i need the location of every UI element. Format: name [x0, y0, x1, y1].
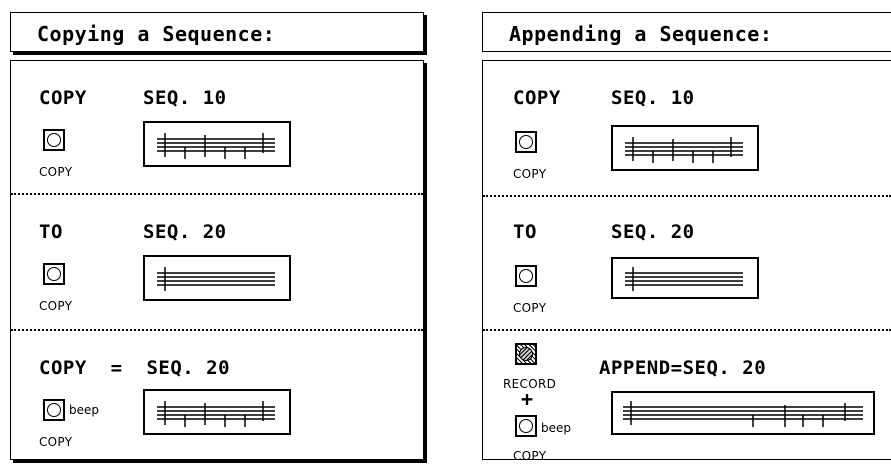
right-copy-caption-3: COPY	[513, 449, 547, 463]
right-copy-button-2[interactable]	[515, 265, 537, 287]
right-panel: COPY SEQ. 10 COPY TO SEQ. 20 COPY RECOR	[482, 60, 891, 463]
right-title-bar: Appending a Sequence:	[482, 12, 891, 52]
left-copy-button-1[interactable]	[43, 129, 65, 151]
left-staff-1	[143, 121, 291, 167]
staff-empty-icon	[625, 267, 743, 291]
right-staff-3	[611, 391, 875, 435]
staff-empty-icon	[157, 267, 275, 291]
plus-icon: +	[521, 387, 534, 411]
right-op-label-1: COPY	[513, 87, 561, 109]
right-divider-2	[483, 329, 891, 331]
right-seq-label-2: SEQ. 20	[611, 221, 695, 243]
left-divider-1	[11, 193, 423, 195]
right-divider-1	[483, 195, 891, 197]
right-append-label: APPEND=SEQ. 20	[599, 357, 767, 379]
left-beep-label: beep	[69, 403, 99, 417]
left-copy-caption-3: COPY	[39, 435, 73, 449]
staff-notes-icon	[157, 133, 275, 159]
staff-notes-icon	[157, 401, 275, 427]
left-copy-button-2[interactable]	[43, 263, 65, 285]
right-copy-button-3[interactable]	[515, 415, 537, 437]
left-seq-label-1: SEQ. 10	[143, 87, 227, 109]
right-record-caption: RECORD	[503, 377, 557, 391]
staff-appended-notes-icon	[623, 401, 863, 427]
right-staff-2	[611, 257, 759, 299]
staff-notes-icon	[625, 137, 743, 163]
right-beep-label: beep	[541, 421, 571, 435]
left-result-label: COPY = SEQ. 20	[39, 357, 231, 379]
left-copy-caption-2: COPY	[39, 299, 73, 313]
left-op-label-2: TO	[39, 221, 63, 243]
left-seq-label-2: SEQ. 20	[143, 221, 227, 243]
left-divider-2	[11, 329, 423, 331]
right-staff-1	[611, 125, 759, 171]
left-panel: COPY SEQ. 10 COPY TO SEQ. 20 COPY COPY =	[10, 60, 424, 460]
right-seq-label-1: SEQ. 10	[611, 87, 695, 109]
right-copy-caption-1: COPY	[513, 167, 547, 181]
right-copy-caption-2: COPY	[513, 301, 547, 315]
right-title: Appending a Sequence:	[509, 22, 773, 46]
left-staff-2	[143, 255, 291, 301]
left-title-bar: Copying a Sequence:	[10, 12, 424, 52]
right-record-button[interactable]	[515, 343, 537, 365]
left-staff-3	[143, 389, 291, 435]
right-op-label-2: TO	[513, 221, 537, 243]
left-copy-caption-1: COPY	[39, 165, 73, 179]
left-title: Copying a Sequence:	[37, 22, 276, 46]
left-copy-button-3[interactable]	[43, 399, 65, 421]
left-op-label-1: COPY	[39, 87, 87, 109]
right-copy-button-1[interactable]	[515, 131, 537, 153]
